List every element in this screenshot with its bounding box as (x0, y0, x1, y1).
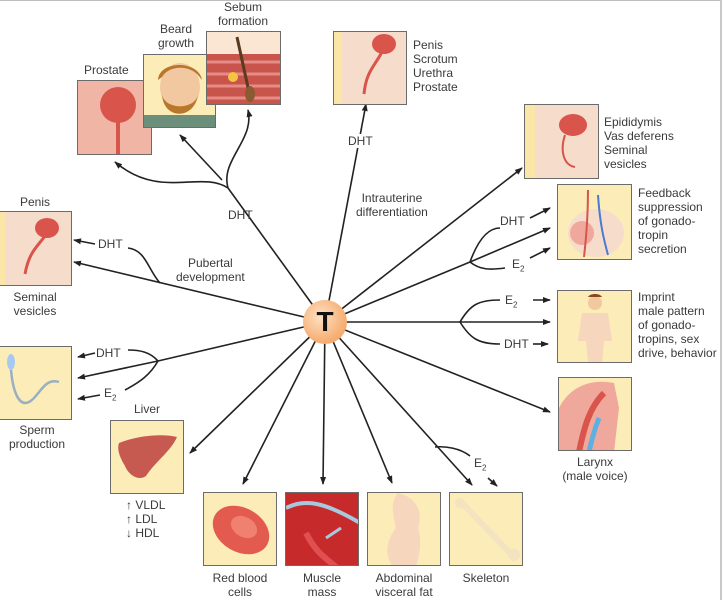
genital-icon (334, 32, 396, 104)
liver-image (110, 420, 184, 494)
arrow-skeleton (324, 321, 473, 486)
sperm-e2-label: E2 (104, 386, 117, 403)
arrow-liver (189, 321, 326, 454)
male-body-icon (578, 294, 612, 362)
sperm-image (0, 346, 72, 420)
feedback-dht-label: DHT (500, 214, 525, 228)
beard-image (143, 54, 216, 128)
liver-icon (118, 435, 177, 478)
testosterone-hub: T (303, 300, 347, 344)
larynx-image (558, 377, 632, 451)
arrow-feedback-dht (469, 227, 501, 263)
prostate-label: Prostate (84, 63, 129, 77)
bone-icon (455, 498, 520, 561)
muscle-image (285, 492, 359, 566)
testis-image (557, 184, 632, 260)
penis-left-dht-label: DHT (98, 237, 123, 251)
imprint-e2-label: E2 (505, 293, 518, 310)
arrow-muscle (320, 321, 327, 485)
prostate-image (77, 80, 152, 155)
skeleton-e2-label: E2 (474, 456, 487, 473)
liver-label: Liver (133, 402, 160, 416)
liver-effects: ↑ VLDL ↑ LDL ↓ HDL (126, 498, 166, 540)
larynx-label: Larynx(male voice) (562, 455, 628, 483)
arrow-larynx (324, 321, 551, 413)
top-center-dht-label: DHT (348, 134, 373, 148)
abdominal-image (367, 492, 441, 566)
feedback-e2-label: E2 (512, 257, 525, 274)
genital-image (333, 31, 407, 105)
prostate-icon (100, 87, 136, 154)
epididymis-image (524, 104, 599, 179)
arrow-feedback-e2 (469, 261, 506, 270)
skeleton-label: Skeleton (462, 571, 510, 585)
arrow-feedback-trunk (324, 261, 471, 323)
arrow-sebum (226, 109, 253, 189)
red-blood-cell-icon (212, 505, 270, 555)
skeleton-image (449, 492, 523, 566)
muscle-icon (286, 501, 358, 565)
arrow-rbc (242, 321, 326, 485)
arrow-prostate (114, 161, 229, 189)
arrow-feedback-mid (469, 227, 551, 263)
sperm-dht-label: DHT (96, 346, 121, 360)
arrow-epididymis (324, 167, 523, 323)
rbc-image (203, 492, 277, 566)
sebum-image (206, 31, 281, 105)
arrow-beard (179, 134, 223, 181)
frame-right-border (720, 0, 722, 600)
hub-symbol: T (316, 306, 334, 337)
frame-top-border (0, 0, 722, 1)
arrow-penis-left (73, 260, 326, 323)
sperm-icon (7, 354, 60, 405)
arrow-to-dht-top-left (227, 187, 326, 323)
arrow-abdominal (324, 321, 393, 484)
penis-seminal-icon (0, 212, 59, 285)
arrow-sperm-trunk (157, 321, 326, 362)
beard-face-icon (144, 63, 215, 127)
testis-icon (568, 189, 624, 258)
penis-left-image (0, 211, 72, 286)
larynx-icon (559, 381, 619, 450)
penis-left-top-label: Penis (19, 195, 51, 209)
imprint-dht-label: DHT (504, 337, 529, 351)
top-left-dht-label: DHT (228, 208, 253, 222)
male-body-image (557, 290, 632, 363)
skin-hair-icon (207, 32, 280, 102)
abdomen-icon (387, 493, 421, 565)
epididymis-icon (525, 105, 587, 178)
